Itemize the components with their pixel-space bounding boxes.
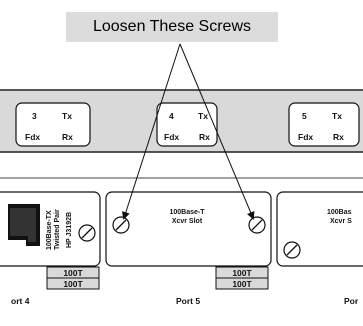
slot-type-label-2: Xcvr S	[330, 218, 352, 225]
rx-led-label: Rx	[62, 132, 73, 142]
screw-icon	[78, 224, 96, 242]
speed-label: 100T	[63, 279, 83, 289]
port-4-module: 100Base-TX Twisted Pair HP J3192B 100T 1…	[0, 191, 101, 306]
port-6-slot: 100Bas Xcvr S Por	[276, 191, 363, 306]
slot-type-label: 100Bas	[327, 209, 352, 216]
led-group-4: 4 Tx Fdx Rx	[156, 102, 218, 147]
callout-label: Loosen These Screws	[66, 12, 278, 42]
port-panel: 100Base-TX Twisted Pair HP J3192B 100T 1…	[0, 177, 363, 306]
rj45-jack-icon	[8, 204, 40, 246]
callout-arrow-left	[122, 43, 181, 220]
led-group-frame	[15, 102, 91, 147]
port-5-frame	[105, 191, 272, 267]
rx-led-label: Rx	[199, 132, 210, 142]
port-4-model-label: HP J3192B	[66, 212, 73, 248]
screw-icon	[248, 216, 266, 234]
led-group-number: 5	[302, 111, 307, 121]
screw-icon	[283, 241, 301, 259]
port-5-label: Port 5	[176, 296, 200, 306]
port-4-label: ort 4	[11, 296, 30, 306]
slot-type-label: 100Base-T	[169, 209, 205, 216]
led-panel: 3 Tx Fdx Rx 4 Tx Fdx Rx 5 Tx Fdx Rx	[0, 89, 363, 153]
fdx-led-label: Fdx	[298, 132, 313, 142]
led-group-number: 4	[169, 111, 174, 121]
led-group-number: 3	[32, 111, 37, 121]
speed-indicator	[46, 277, 100, 290]
tx-led-label: Tx	[332, 111, 342, 121]
led-group-frame	[288, 102, 360, 147]
speed-label: 100T	[232, 279, 252, 289]
port-6-label: Por	[344, 296, 359, 306]
callout-arrow-right	[179, 43, 255, 220]
speed-label: 100T	[232, 268, 252, 278]
led-group-5: 5 Tx Fdx Rx	[288, 102, 360, 147]
led-group-frame	[156, 102, 218, 147]
led-group-3: 3 Tx Fdx Rx	[15, 102, 91, 147]
speed-label: 100T	[63, 268, 83, 278]
speed-indicator	[215, 277, 269, 290]
port-4-media-label: 100Base-TX	[46, 210, 53, 250]
tx-led-label: Tx	[198, 111, 208, 121]
fdx-led-label: Fdx	[25, 132, 40, 142]
tx-led-label: Tx	[62, 111, 72, 121]
rx-led-label: Rx	[333, 132, 344, 142]
port-4-media-label-2: Twisted Pair	[54, 209, 61, 250]
fdx-led-label: Fdx	[164, 132, 179, 142]
slot-type-label-2: Xcvr Slot	[172, 218, 203, 225]
port-5-slot: 100Base-T Xcvr Slot 100T 100T Port 5	[105, 191, 272, 306]
screw-icon	[112, 216, 130, 234]
